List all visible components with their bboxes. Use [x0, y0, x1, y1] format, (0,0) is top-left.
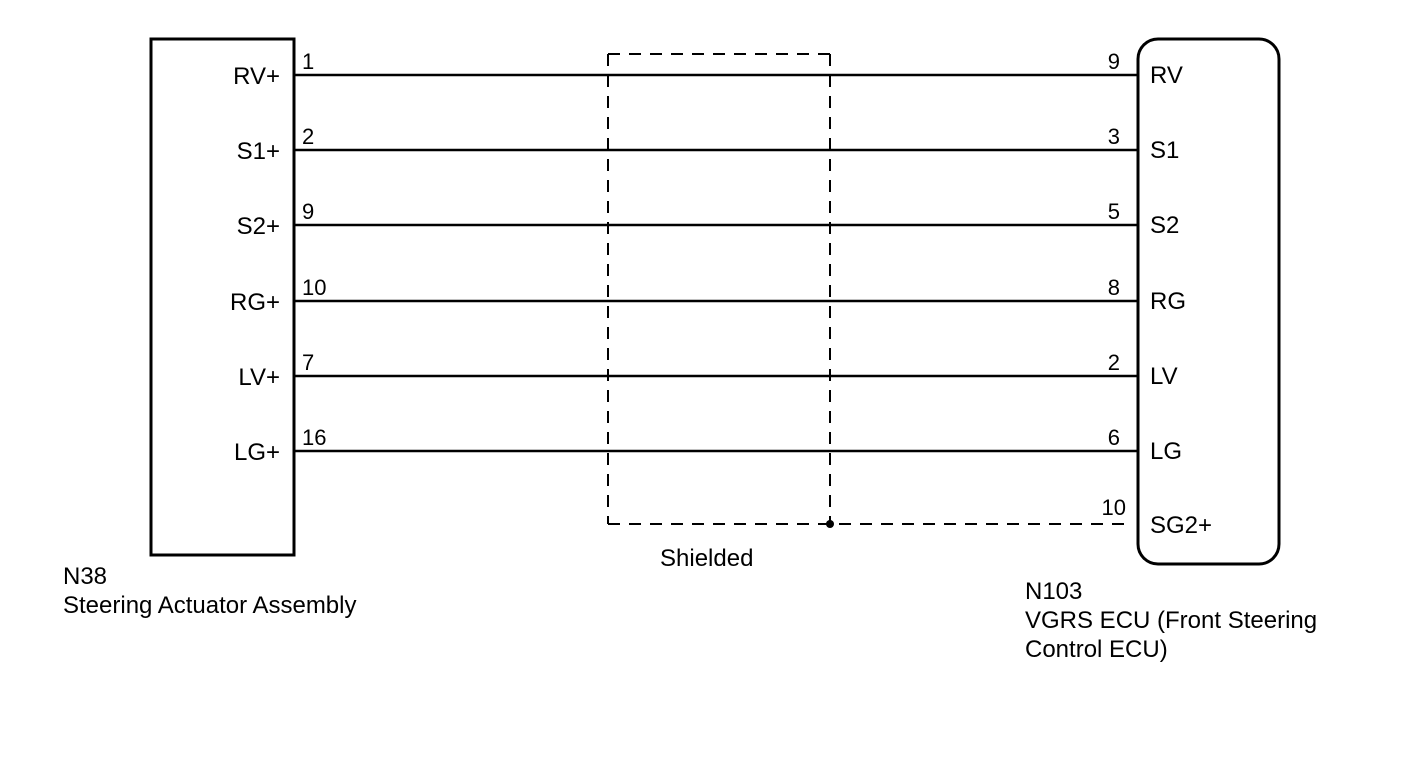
shield-enclosure — [607, 53, 1126, 525]
left-pin-number: 7 — [302, 350, 314, 375]
left-pin-number: 9 — [302, 199, 314, 224]
right-terminal-label: RV — [1150, 62, 1183, 89]
left-terminal-label: RG+ — [230, 289, 280, 316]
right-component-name-line1: VGRS ECU (Front Steering — [1025, 607, 1318, 634]
shield-ground-terminal: SG2+ — [1150, 512, 1212, 539]
right-terminal-label: S2 — [1150, 212, 1179, 239]
left-pin-number: 10 — [302, 275, 326, 300]
right-terminal-label: RG — [1150, 288, 1186, 315]
wire-row: S1+ 2 3S1 — [237, 124, 1180, 165]
wire-row: S2+ 9 5S2 — [237, 199, 1180, 240]
left-terminal-label: LG+ — [234, 439, 280, 466]
wire-row: RG+ 10 8RG — [230, 275, 1186, 316]
left-terminal-label: S2+ — [237, 213, 280, 240]
wire-row: LV+ 7 2LV — [238, 350, 1177, 391]
left-terminal-label: S1+ — [237, 138, 280, 165]
right-component-name-line2: Control ECU) — [1025, 636, 1168, 663]
left-component-name: Steering Actuator Assembly — [63, 592, 357, 619]
right-pin-number: 6 — [1108, 425, 1120, 450]
left-component-code: N38 — [63, 563, 108, 590]
right-pin-number: 2 — [1108, 350, 1120, 375]
shield-label: Shielded — [660, 545, 753, 572]
wire-row: LG+ 16 6LG — [234, 425, 1182, 466]
right-pin-number: 5 — [1108, 199, 1120, 224]
right-terminal-label: LG — [1150, 438, 1182, 465]
left-pin-number: 1 — [302, 49, 314, 74]
left-terminal-label: RV+ — [233, 63, 280, 90]
right-pin-number: 9 — [1108, 49, 1120, 74]
right-pin-number: 8 — [1108, 275, 1120, 300]
left-pin-number: 16 — [302, 425, 326, 450]
shield-junction-dot — [826, 520, 834, 528]
right-component-caption: N103 VGRS ECU (Front Steering Control EC… — [1025, 577, 1317, 664]
steering-actuator-box — [149, 37, 296, 557]
left-terminal-label: LV+ — [238, 364, 280, 391]
wire-row: RV+ 1 9RV — [233, 49, 1183, 90]
left-component-caption: N38 Steering Actuator Assembly — [63, 562, 356, 620]
right-terminal-label: S1 — [1150, 137, 1179, 164]
right-pin-number: 3 — [1108, 124, 1120, 149]
left-pin-number: 2 — [302, 124, 314, 149]
shield-ground-pin: 10 — [1102, 495, 1126, 520]
right-terminal-label: LV — [1150, 363, 1178, 390]
right-component-code: N103 — [1025, 578, 1083, 605]
